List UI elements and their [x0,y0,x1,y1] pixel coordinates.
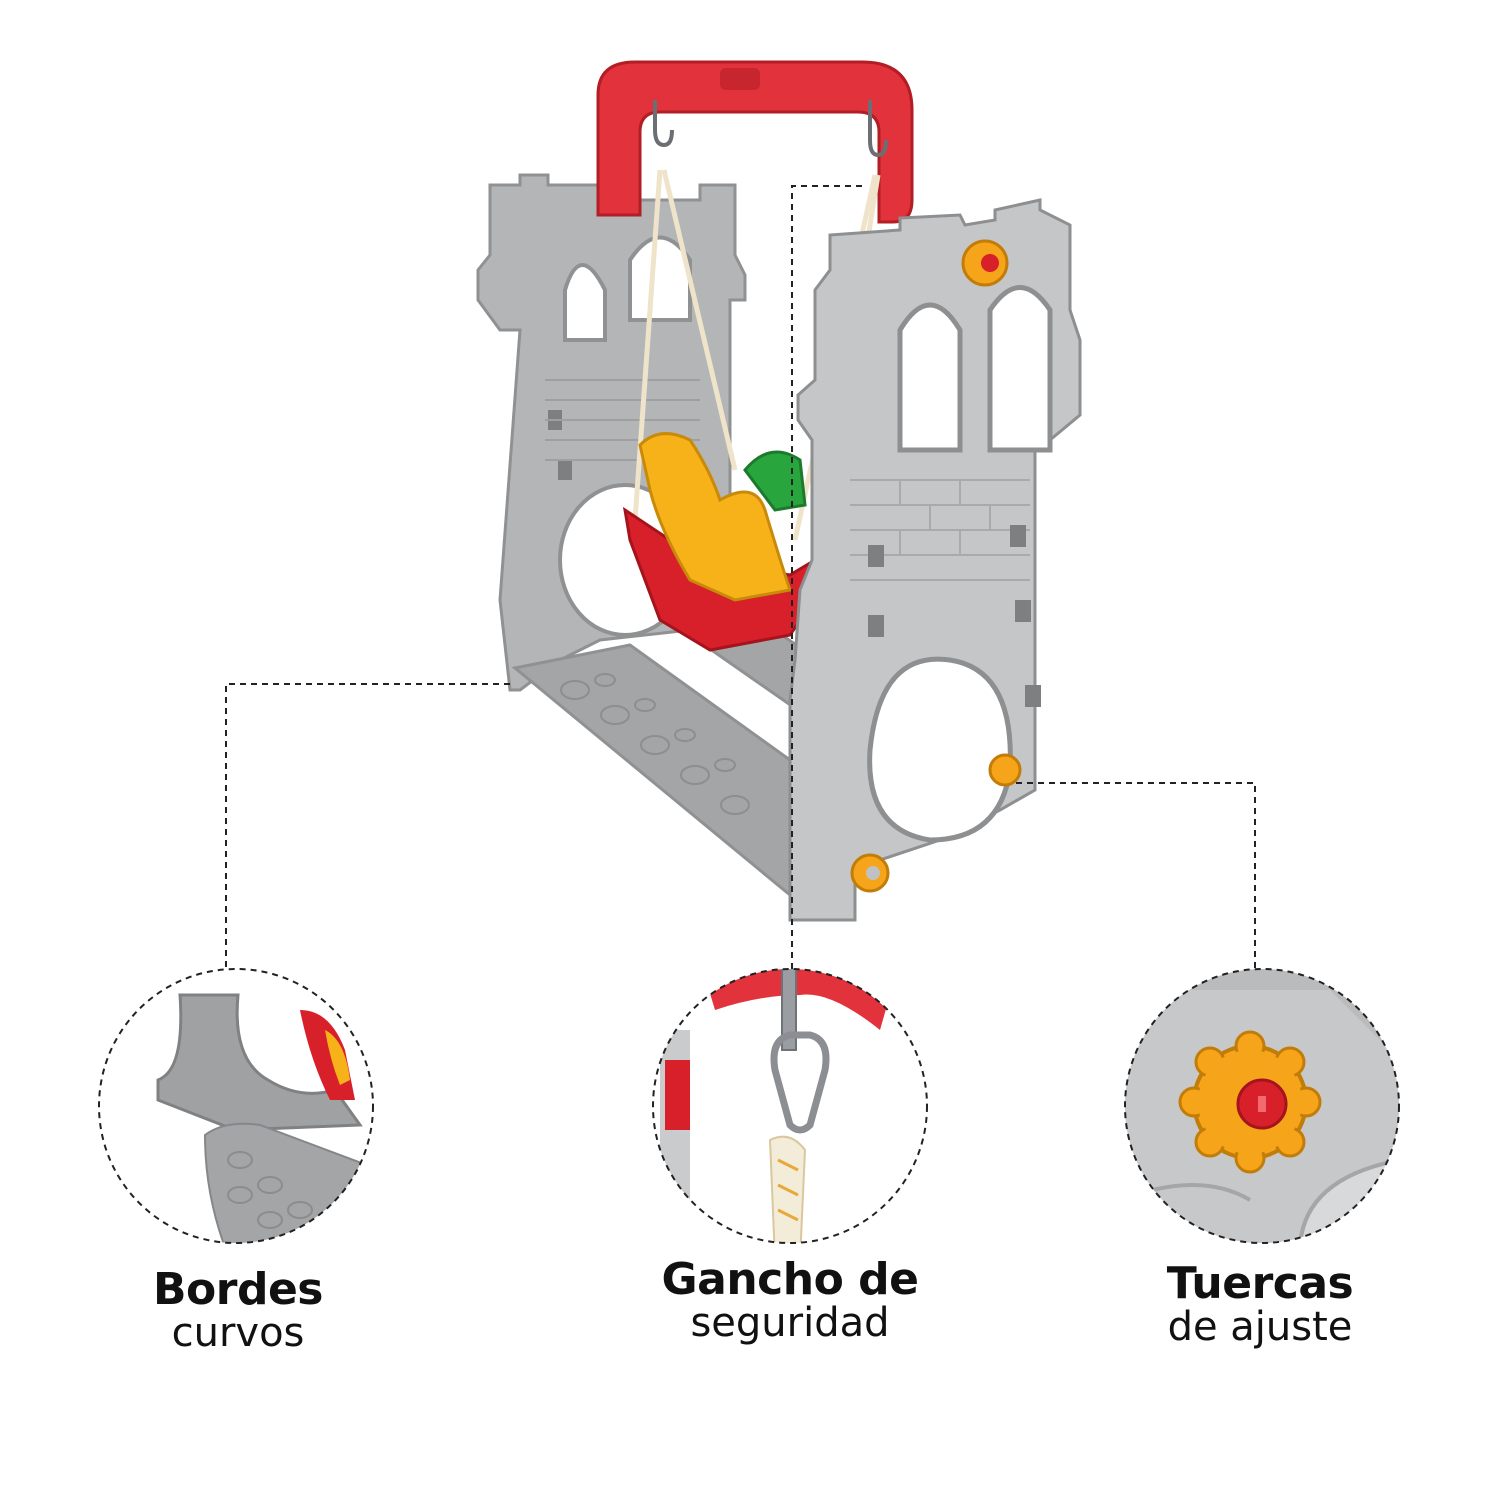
detail-circle-adjustment-nuts [1124,968,1400,1244]
detail-circle-safety-hook [652,968,928,1244]
hooks [653,100,888,158]
swing-seat [622,432,820,652]
feature-caption-safety-hook: Gancho de seguridad [630,1254,950,1346]
guide-lines [225,185,1256,970]
detail-circle-curved-edges [98,968,374,1244]
feature-subtitle: seguridad [690,1299,890,1346]
top-red-bar [596,60,914,224]
front-castle-tower [788,198,1082,922]
feature-title: Bordes [153,1264,324,1315]
nut-middle [988,753,1022,787]
feature-subtitle: curvos [171,1309,305,1356]
feature-caption-adjustment-nuts: Tuercas de ajuste [1110,1258,1410,1350]
nut-bottom [850,853,890,893]
feature-subtitle: de ajuste [1167,1303,1353,1350]
feature-title: Tuercas [1166,1258,1354,1309]
feature-caption-curved-edges: Bordes curvos [88,1264,388,1356]
feature-title: Gancho de [661,1254,919,1305]
nut-top [961,239,1009,287]
